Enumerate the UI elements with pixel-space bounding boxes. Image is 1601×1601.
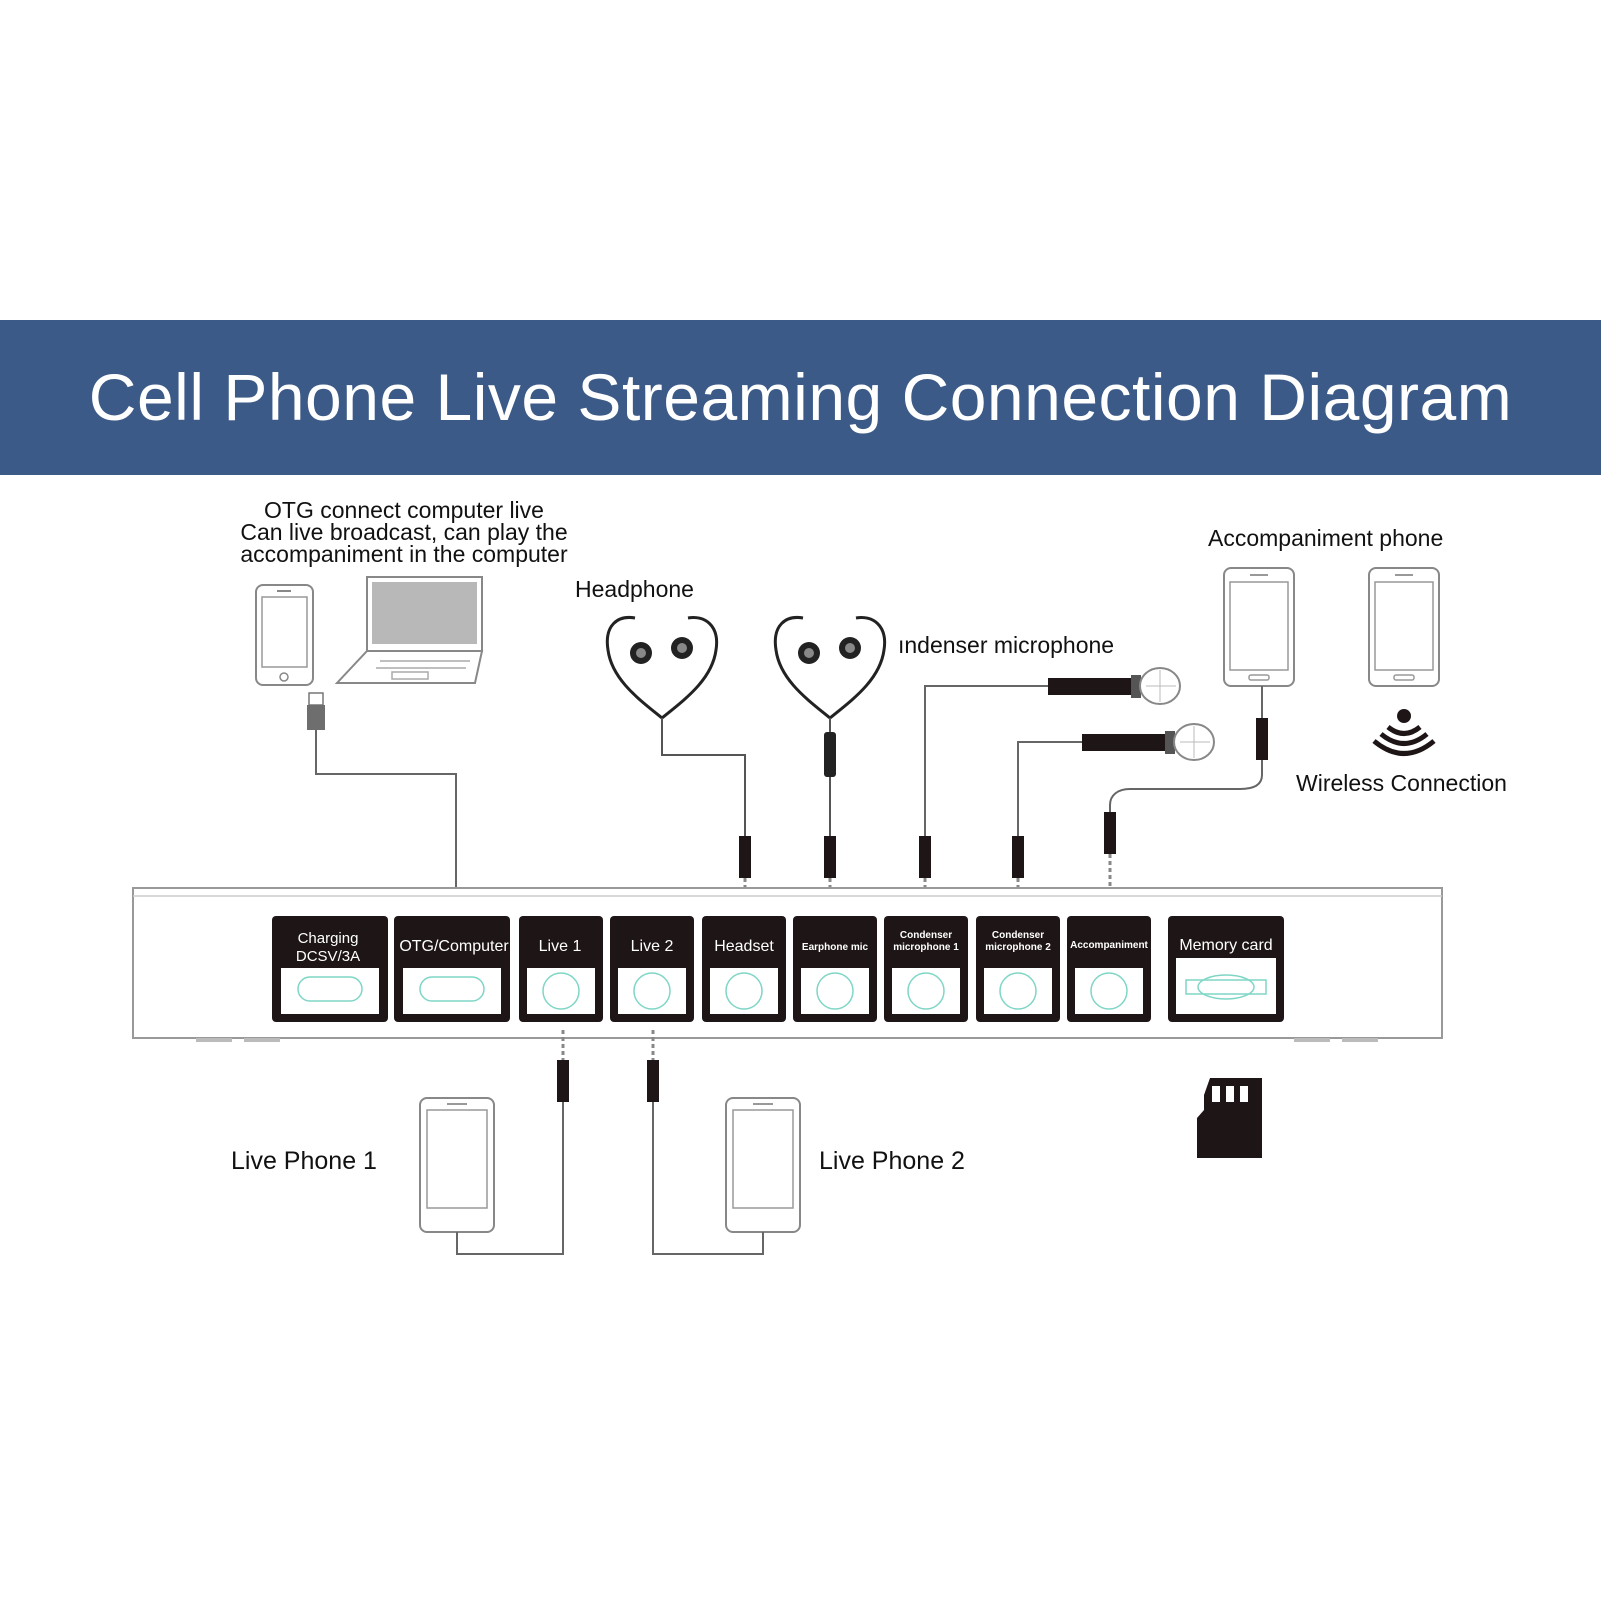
port-live2-label: Live 2 <box>631 938 674 955</box>
live-phone-2-label: Live Phone 2 <box>819 1147 965 1175</box>
live-phone-1-icon <box>419 1097 564 1255</box>
port-charging-label-2: DCSV/3A <box>296 948 360 965</box>
port-headset-label: Headset <box>714 938 774 955</box>
port-condenser2-label-1: Condenser <box>992 930 1044 941</box>
otg-label-line3: accompaniment in the computer <box>240 541 568 567</box>
port-condenser2-label-2: microphone 2 <box>985 942 1051 953</box>
port-charging-label-1: Charging <box>298 930 359 947</box>
live-phone-1-label: Live Phone 1 <box>231 1147 377 1175</box>
port-memory-card[interactable]: Memory card <box>1168 916 1284 1022</box>
otg-label-line1: OTG connect computer live <box>264 497 544 523</box>
page-title: Cell Phone Live Streaming Connection Dia… <box>88 360 1513 434</box>
port-headset[interactable]: Headset <box>702 916 786 1022</box>
title-banner: Cell Phone Live Streaming Connection Dia… <box>0 320 1601 475</box>
port-otg-computer[interactable]: OTG/Computer <box>394 916 510 1022</box>
port-otg-label: OTG/Computer <box>399 938 509 955</box>
otg-label-line2: Can live broadcast, can play the <box>240 519 567 545</box>
port-condenser-mic-1[interactable]: Condenser microphone 1 <box>884 916 968 1022</box>
port-earphone-mic[interactable]: Earphone mic <box>793 916 877 1022</box>
headphone-icon <box>605 615 746 836</box>
bottom-plugs <box>557 1030 659 1102</box>
port-charging[interactable]: Charging DCSV/3A <box>272 916 388 1022</box>
live-phone-2-icon <box>652 1097 801 1255</box>
accompaniment-phone-icon <box>1104 567 1295 854</box>
port-accompaniment[interactable]: Accompaniment <box>1067 916 1151 1022</box>
otg-phone-icon <box>255 584 314 686</box>
port-condenser1-label-2: microphone 1 <box>893 942 959 953</box>
port-condenser-mic-2[interactable]: Condenser microphone 2 <box>976 916 1060 1022</box>
otg-description: OTG connect computer live Can live broad… <box>240 497 568 567</box>
port-condenser1-label-1: Condenser <box>900 930 952 941</box>
accompaniment-phone-label: Accompaniment phone <box>1208 525 1443 551</box>
condenser-label: ındenser microphone <box>898 632 1114 658</box>
usb-cable <box>307 692 462 905</box>
earphone-mic-icon <box>773 615 887 836</box>
laptop-icon <box>334 576 484 684</box>
wireless-signal-icon <box>1372 709 1436 756</box>
headphone-label: Headphone <box>575 576 694 602</box>
wireless-phone-icon <box>1368 567 1440 687</box>
wireless-label: Wireless Connection <box>1296 770 1507 796</box>
port-live-1[interactable]: Live 1 <box>519 916 603 1022</box>
port-memory-card-label: Memory card <box>1179 937 1272 954</box>
condenser-mic-2-icon <box>1017 723 1215 836</box>
port-live-2[interactable]: Live 2 <box>610 916 694 1022</box>
condenser-mic-1-icon <box>924 667 1181 836</box>
port-earphone-mic-label: Earphone mic <box>802 942 869 953</box>
port-live1-label: Live 1 <box>539 938 582 955</box>
port-accompaniment-label: Accompaniment <box>1070 940 1148 951</box>
sd-card-icon <box>1197 1078 1262 1158</box>
